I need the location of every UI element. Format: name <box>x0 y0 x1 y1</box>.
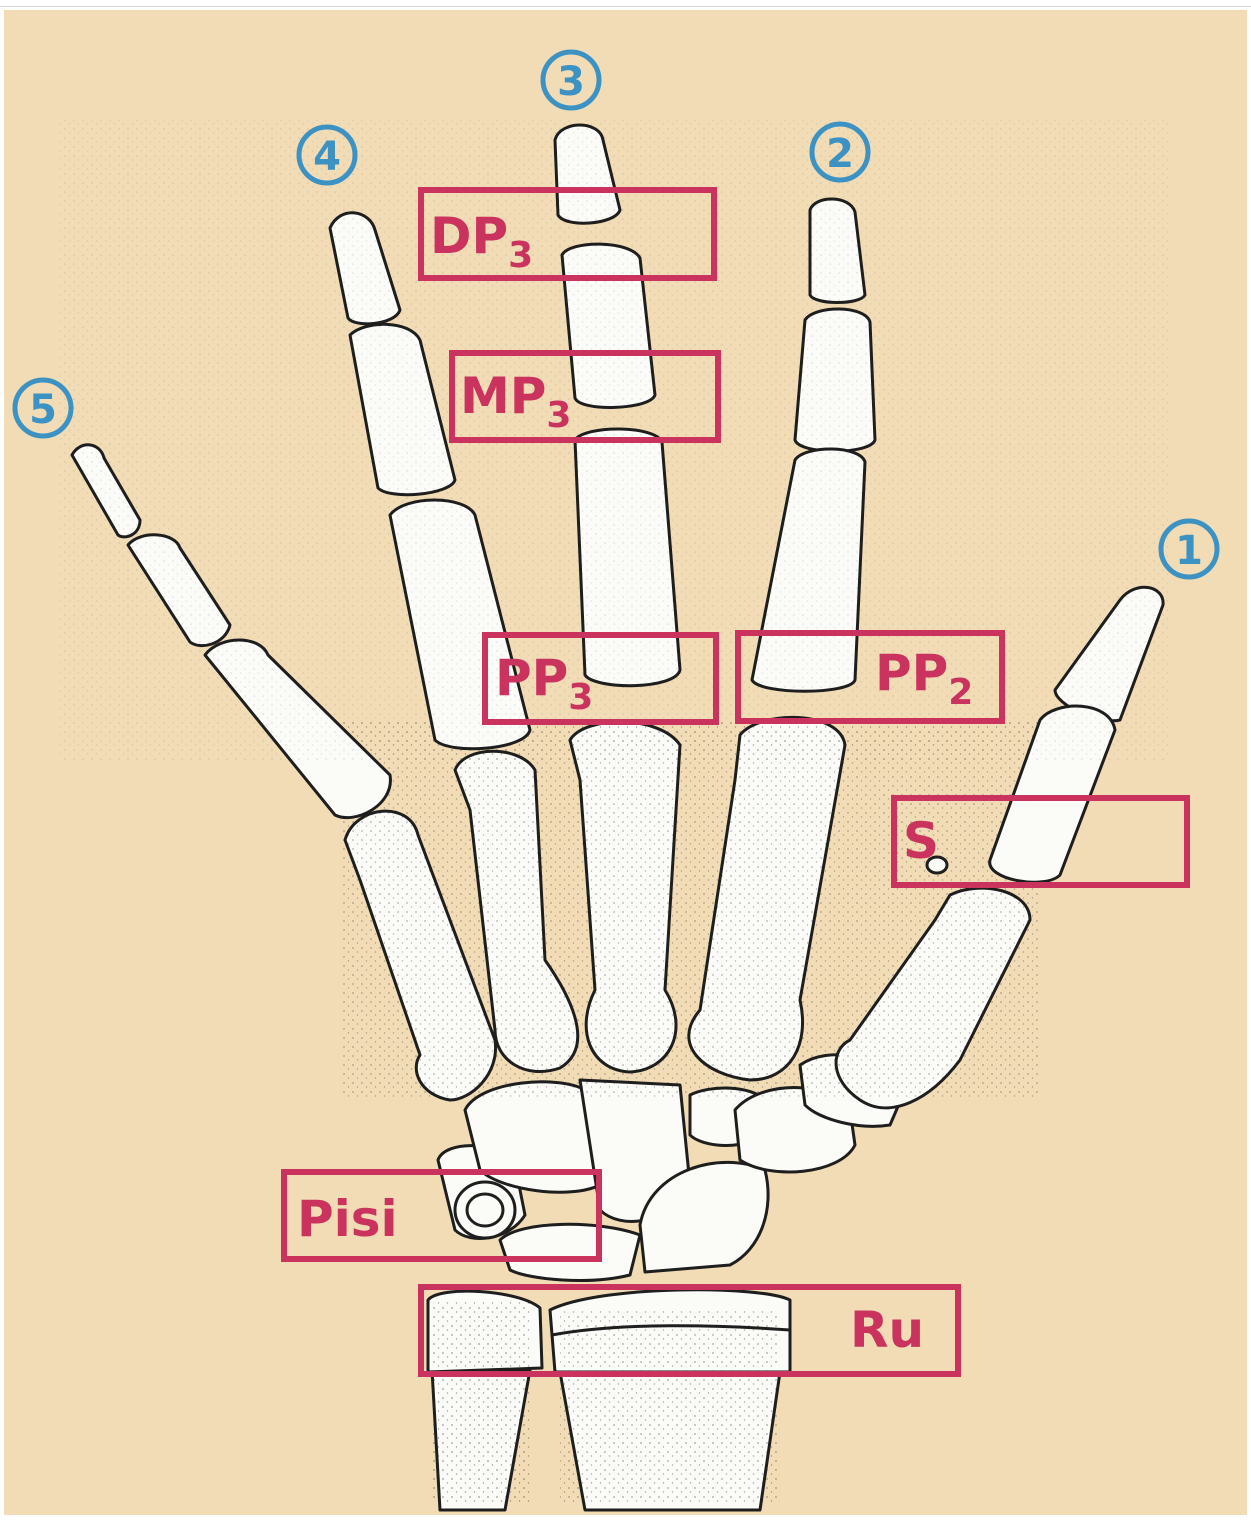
metacarpal-bones <box>340 717 1040 1108</box>
dp3-main: DP <box>430 207 508 265</box>
pp2-subscript: 2 <box>948 672 973 713</box>
radius-stipple <box>560 1310 780 1505</box>
pisi-label: Pisi <box>297 1190 398 1248</box>
finger-number-2-text: 2 <box>826 131 854 177</box>
pisiform-bone <box>455 1182 515 1238</box>
forearm-bones <box>428 1290 790 1510</box>
finger-number-4-text: 4 <box>313 134 341 180</box>
hamate-lunate <box>500 1224 640 1280</box>
pp3-main: PP <box>495 649 568 707</box>
pp2-main: PP <box>875 644 948 702</box>
top-border <box>0 0 1251 7</box>
finger-number-3-text: 3 <box>557 59 585 105</box>
s-label: S <box>903 812 939 870</box>
metacarpal-stipple <box>340 720 1040 1100</box>
mp3-main: MP <box>460 367 546 425</box>
ulna-stipple <box>432 1300 532 1505</box>
mp3-subscript: 3 <box>546 395 571 436</box>
ru-label: Ru <box>850 1301 924 1359</box>
finger-number-5-text: 5 <box>29 387 57 433</box>
finger-number-1-text: 1 <box>1175 528 1203 574</box>
dp3-subscript: 3 <box>508 235 533 276</box>
pp3-subscript: 3 <box>568 677 593 718</box>
